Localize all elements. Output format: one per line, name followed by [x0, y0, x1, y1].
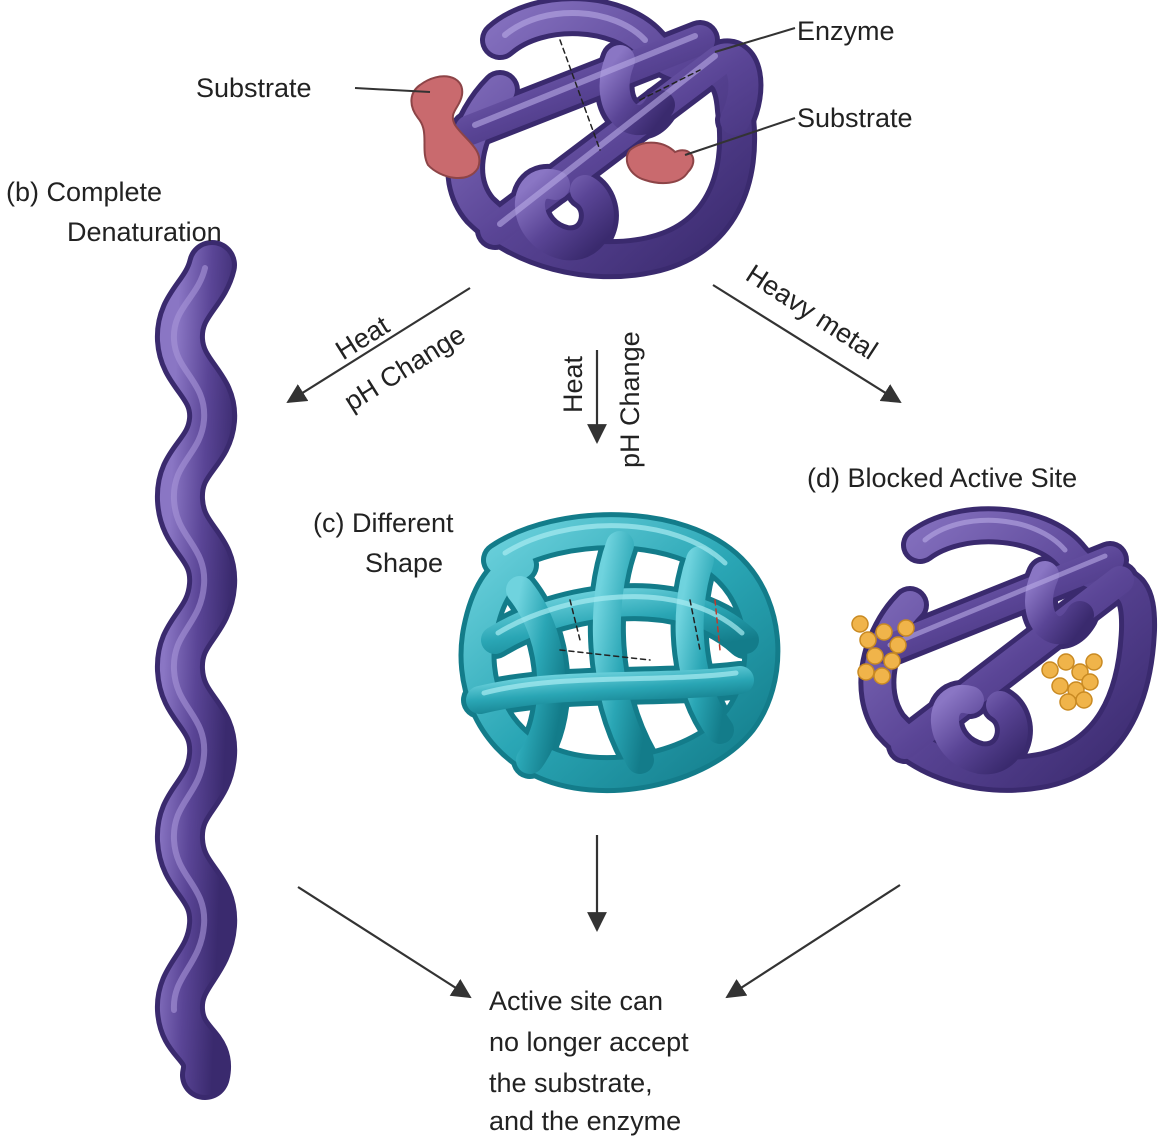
different-shape-label-line1: (c) Different — [313, 508, 454, 538]
misfolded-enzyme-icon — [478, 526, 762, 774]
enzyme-coil-icon — [877, 520, 1138, 773]
middle-conditions-label: Heat pH Change — [558, 331, 645, 468]
arrow-from-blocked-site — [727, 885, 900, 997]
native-enzyme — [411, 13, 743, 259]
result-text: Active site can no longer accept the sub… — [489, 986, 689, 1136]
result-line-1: Active site can — [489, 986, 663, 1016]
heavy-metal-label-group: Heavy metal — [741, 259, 883, 366]
blocked-enzyme — [852, 520, 1138, 773]
arrow-from-denaturation — [298, 887, 470, 997]
enzyme-label: Enzyme — [797, 16, 895, 46]
ph-change-middle-label: pH Change — [615, 331, 645, 468]
result-line-2: no longer accept — [489, 1027, 689, 1057]
heat-left-label: Heat — [330, 310, 395, 366]
substrate-icon — [627, 143, 693, 183]
blocked-active-site-label: (d) Blocked Active Site — [807, 463, 1077, 493]
different-shape-label-line2: Shape — [365, 548, 443, 578]
enzyme-coil-icon — [465, 13, 743, 259]
complete-denaturation-label-line1: (b) Complete — [6, 177, 162, 207]
heat-middle-label: Heat — [558, 355, 588, 413]
substrate-left-label: Substrate — [196, 73, 312, 103]
substrate-right-label: Substrate — [797, 103, 913, 133]
heavy-metal-label: Heavy metal — [741, 259, 883, 366]
left-conditions-label: Heat pH Change — [313, 278, 470, 417]
denatured-chain-icon — [174, 265, 212, 1075]
result-line-3: the substrate, — [489, 1068, 653, 1098]
complete-denaturation-label-line2: Denaturation — [67, 217, 222, 247]
result-line-4: and the enzyme — [489, 1106, 681, 1136]
